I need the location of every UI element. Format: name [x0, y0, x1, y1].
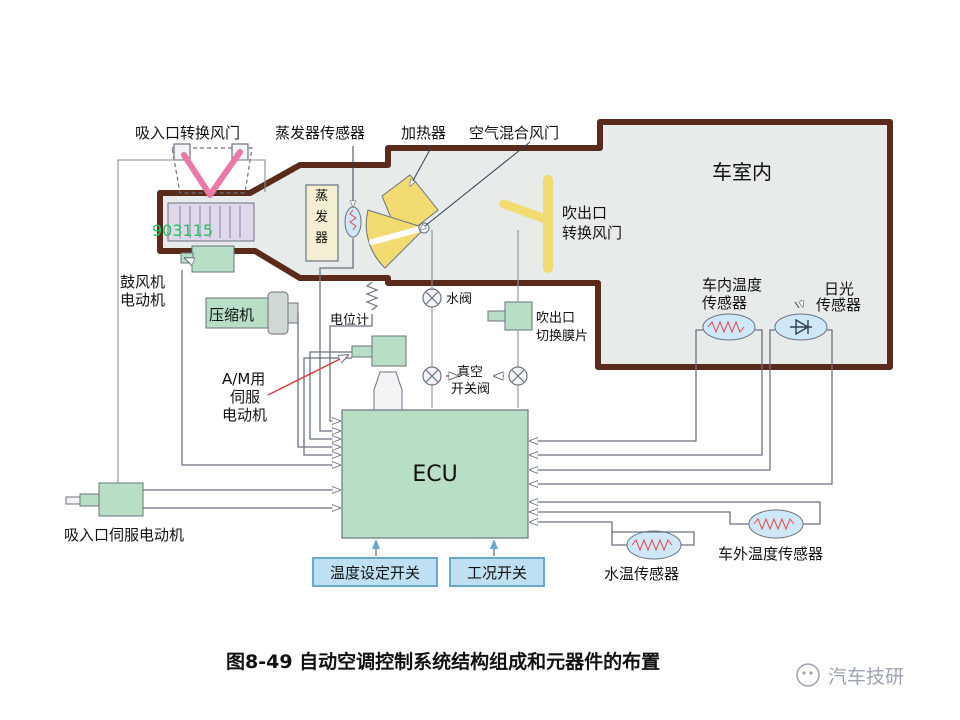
evaporator-box	[305, 184, 339, 262]
intake-servo-motor-box	[98, 482, 144, 517]
label-am-servo-3: 电动机	[222, 406, 267, 424]
label-outlet-diaphragm-1: 吹出口	[536, 311, 575, 326]
air-mix-door	[369, 225, 427, 245]
label-water-valve: 水阀	[446, 292, 472, 307]
air-duct-housing	[157, 119, 893, 370]
am-servo-actuator	[373, 371, 403, 411]
label-intake-servo: 吸入口伺服电动机	[64, 526, 184, 544]
watermark-text: 汽车技研	[828, 666, 904, 688]
label-outlet-door-1: 吹出口	[562, 204, 607, 222]
mode-switch[interactable]	[449, 557, 545, 587]
temp-set-switch[interactable]	[312, 557, 438, 587]
leader-lines	[185, 141, 531, 396]
figure-caption: 图8-49 自动空调控制系统结构组成和元器件的布置	[226, 650, 660, 673]
wechat-icon	[796, 663, 820, 687]
label-cabin-temp-sensor-1: 车内温度	[702, 276, 762, 294]
evaporator-sensor	[344, 206, 362, 238]
label-vacuum-valve-2: 开关阀	[451, 382, 490, 397]
label-outlet-diaphragm-2: 切换膜片	[536, 329, 588, 344]
label-blower-motor-2: 电动机	[120, 291, 165, 309]
evaporator-label-1: 蒸	[315, 189, 328, 204]
signal-wires	[117, 159, 833, 546]
label-evap-sensor: 蒸发器传感器	[275, 124, 365, 142]
outlet-diaphragm-box	[504, 301, 533, 331]
label-water-temp-sensor: 水温传感器	[604, 565, 679, 583]
potentiometer-spring	[365, 281, 379, 311]
outlet-door-flap	[499, 199, 553, 225]
label-ambient-sensor: 车外温度传感器	[718, 545, 823, 563]
label-air-mix-door: 空气混合风门	[469, 124, 559, 142]
ecu-label: ECU	[412, 462, 457, 487]
label-cabin: 车室内	[712, 160, 772, 184]
am-servo-motor-box	[371, 335, 407, 367]
intake-flap-housing	[171, 147, 253, 194]
intake-door-flaps	[181, 149, 243, 198]
overlay-code-text: 903115	[152, 221, 213, 240]
label-blower-motor-1: 鼓风机	[120, 273, 165, 291]
ecu-box	[341, 409, 529, 539]
mode-switch-label: 工况开关	[467, 564, 527, 582]
label-vacuum-valve-1: 真空	[457, 365, 483, 380]
label-am-servo-1: A/M用	[222, 370, 265, 388]
label-potentiometer: 电位计	[330, 313, 369, 328]
blower-motor-box	[191, 245, 235, 273]
label-intake-door: 吸入口转换风门	[135, 124, 240, 142]
watermark: 汽车技研	[796, 663, 904, 688]
cabin-temp-sensor	[702, 313, 756, 341]
compressor-clutch	[267, 291, 289, 335]
label-outlet-door-2: 转换风门	[562, 224, 622, 242]
evaporator-label-3: 器	[315, 231, 328, 246]
label-heater: 加热器	[401, 124, 446, 142]
evaporator-label-2: 发	[315, 209, 328, 225]
label-am-servo-2: 伺服	[230, 388, 260, 406]
air-mix-door-arc	[365, 209, 426, 269]
label-compressor: 压缩机	[209, 306, 254, 324]
temp-set-switch-label: 温度设定开关	[330, 564, 420, 582]
label-cabin-temp-sensor-2: 传感器	[702, 294, 747, 312]
label-sun-sensor-1: 日光	[824, 280, 854, 298]
label-sun-sensor-2: 传感器	[816, 296, 861, 314]
